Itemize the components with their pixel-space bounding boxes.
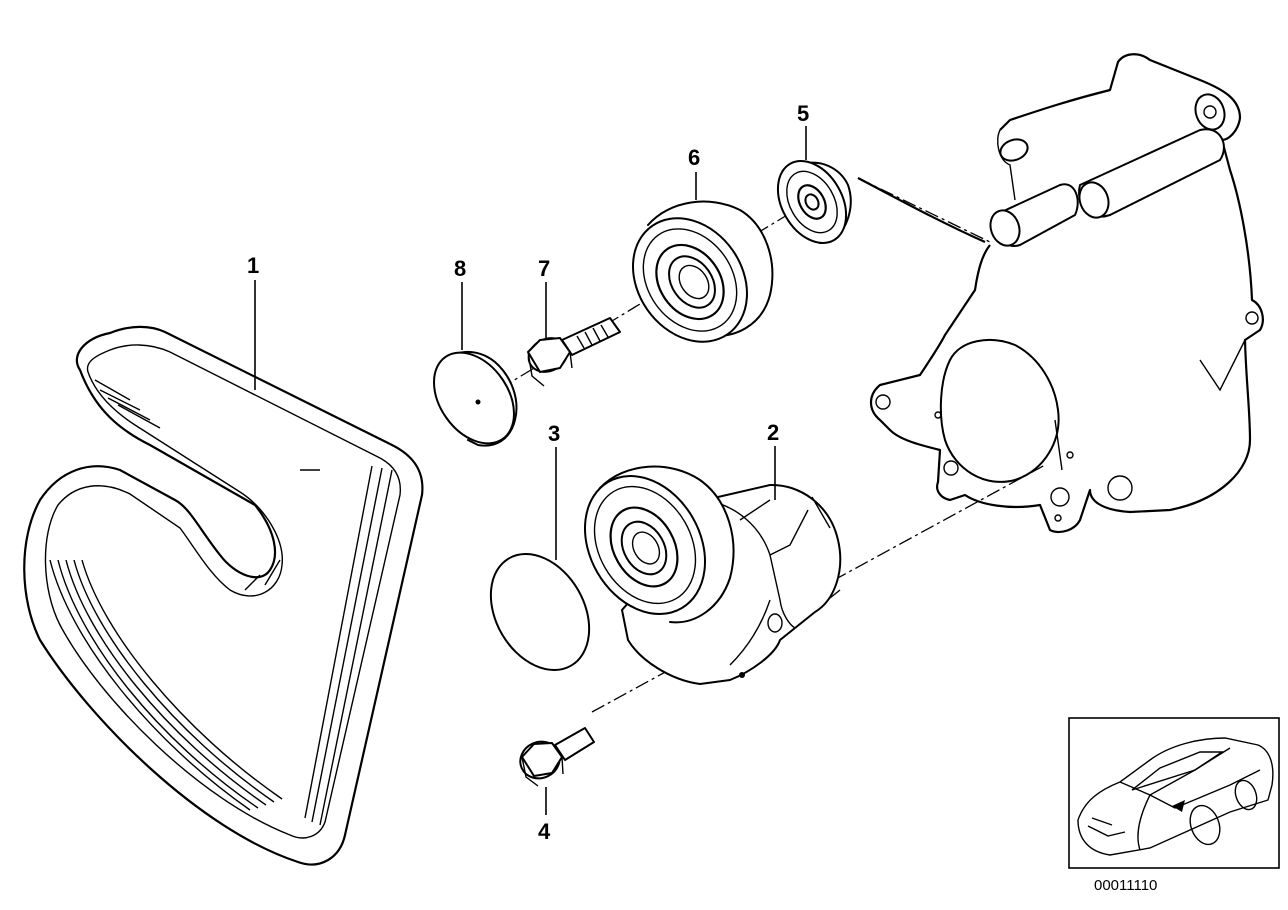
leader-lines bbox=[254, 126, 807, 815]
callout-labels: 1 2 3 4 5 6 7 8 bbox=[247, 101, 809, 844]
spacer-bushing-5 bbox=[776, 160, 852, 244]
callout-3: 3 bbox=[548, 421, 560, 446]
callout-4: 4 bbox=[538, 819, 551, 844]
hex-bolt-4 bbox=[519, 727, 595, 787]
hex-flange-bolt-7 bbox=[527, 317, 621, 387]
callout-5: 5 bbox=[797, 101, 809, 126]
callout-8: 8 bbox=[454, 256, 466, 281]
vehicle-thumbnail bbox=[1068, 717, 1280, 869]
callout-1: 1 bbox=[247, 253, 259, 278]
ribbed-v-belt bbox=[23, 325, 424, 866]
deflector-pulley-6 bbox=[632, 200, 774, 343]
callout-7: 7 bbox=[538, 256, 550, 281]
engine-bracket bbox=[857, 53, 1264, 534]
belt-tensioner-2 bbox=[583, 465, 842, 685]
callout-2: 2 bbox=[767, 420, 779, 445]
callout-6: 6 bbox=[688, 145, 700, 170]
cover-cap-8 bbox=[433, 351, 518, 447]
catalog-number: 00011110 bbox=[1094, 877, 1157, 894]
car-sketch-icon bbox=[1077, 737, 1274, 856]
cap-3 bbox=[489, 552, 591, 672]
